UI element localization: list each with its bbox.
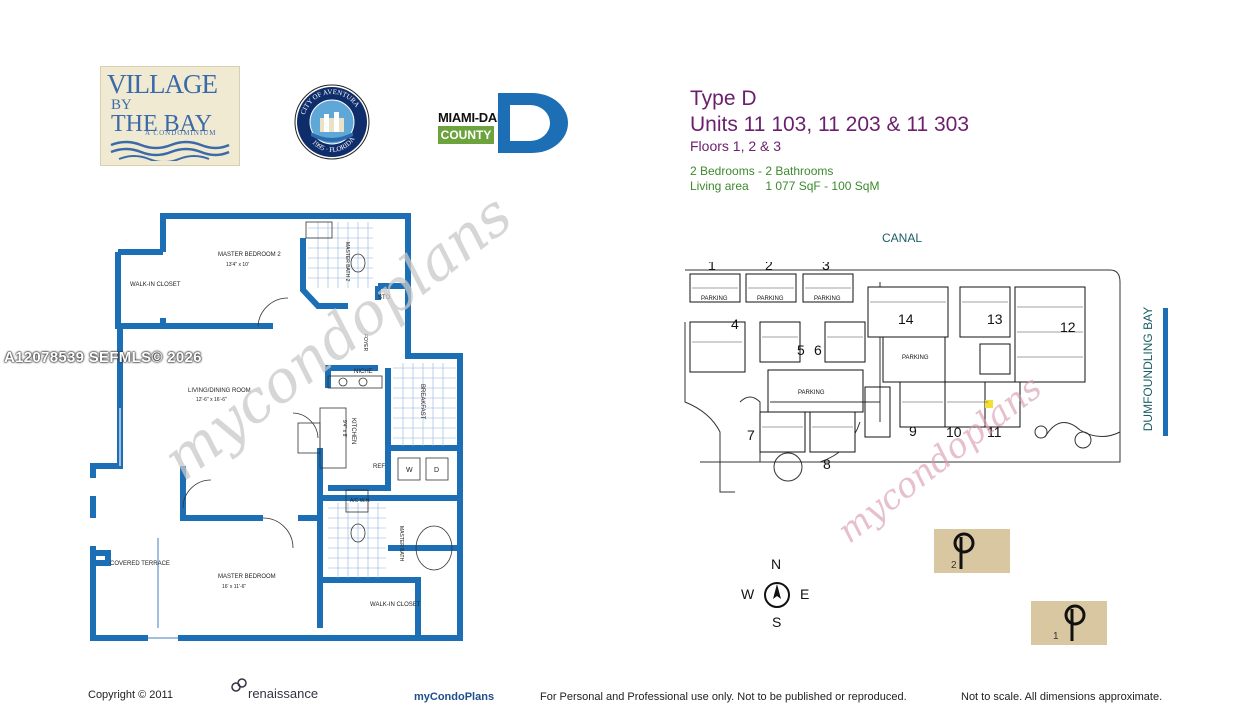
mls-watermark: A12078539 SEFMLS© 2026	[4, 349, 202, 366]
label-ref: REF	[373, 464, 385, 470]
building-13: 13	[987, 311, 1003, 327]
canal-label: CANAL	[882, 231, 923, 245]
renaissance-text: renaissance	[248, 686, 318, 701]
parking-label-3: PARKING	[814, 296, 841, 302]
parking-label-east: PARKING	[902, 355, 929, 361]
label-walk-in-closet-top: WALK-IN CLOSET	[130, 282, 181, 288]
dumfoundling-bay-label: DUMFOUNDLING BAY	[1141, 306, 1155, 432]
building-5: 5	[797, 342, 805, 358]
footer-copyright: Copyright © 2011	[88, 689, 173, 701]
building-11: 11	[987, 424, 1002, 440]
label-master-bath-2: MASTER BATH 2	[344, 242, 350, 282]
parking-label-1: PARKING	[701, 296, 728, 302]
floor-plan-walls	[90, 213, 463, 641]
building-1: 1	[708, 262, 716, 273]
label-foyer: FOYER	[362, 334, 368, 352]
waves-icon	[110, 140, 230, 161]
unit-type-title: Type D	[690, 87, 757, 110]
compass-w: W	[741, 586, 755, 602]
floor-plan: MASTER BEDROOM 2 13'4" x 10' MASTER BATH…	[90, 213, 463, 641]
windows	[119, 408, 178, 639]
label-kitchen-dim: 9'4" x 8'	[341, 420, 347, 437]
building-4: 4	[731, 316, 739, 332]
living-area-text: Living area 1 077 SqF - 100 SqM	[690, 179, 880, 193]
site-plan: PARKING PARKING PARKING PARKING PARKING …	[684, 262, 1121, 493]
unit-ticks	[692, 287, 1083, 428]
bay-marker-bar	[1163, 308, 1168, 436]
county-text: COUNTY	[438, 126, 494, 144]
logo-text-village: VILLAGE	[107, 69, 218, 99]
building-6: 6	[814, 342, 822, 358]
building-14: 14	[898, 311, 914, 327]
label-breakfast: BREAKFAST	[419, 384, 425, 420]
footer-mycondoplans: myCondoPlans	[414, 691, 495, 703]
logo-text-condominium: A CONDOMINIUM	[145, 129, 217, 137]
parking-badge-1: 1	[1031, 601, 1107, 645]
label-kitchen: KITCHEN	[350, 418, 356, 444]
tile-grids	[308, 222, 456, 578]
logo-text-by: BY	[111, 97, 132, 113]
site-outline	[684, 269, 1121, 493]
fixtures	[182, 221, 453, 571]
label-niche: NICHE	[354, 369, 373, 375]
building-3: 3	[822, 262, 830, 273]
building-8: 8	[823, 456, 831, 472]
label-ac-wh: A/C W.H.	[350, 498, 371, 504]
parking-badge-1-number: 1	[1053, 631, 1059, 642]
renaissance-logo: renaissance	[231, 678, 318, 701]
seal-icon: CITY OF AVENTURA 1995 · FLORIDA	[294, 84, 370, 160]
unit-numbers: Units 11 103, 11 203 & 11 303	[690, 113, 970, 136]
parking-lots	[767, 336, 1011, 438]
label-walk-in-closet-bottom: WALK-IN CLOSET	[370, 602, 421, 608]
miami-dade-county-logo: MIAMI-DADE COUNTY	[438, 93, 570, 153]
village-by-the-bay-logo: VILLAGE BY THE BAY A CONDOMINIUM	[100, 66, 240, 166]
building-2: 2	[765, 262, 773, 273]
miami-dade-text: MIAMI-DADE	[438, 110, 515, 125]
buildings	[689, 273, 1086, 453]
label-sto: STO	[378, 295, 391, 301]
footer-usage-notice: For Personal and Professional use only. …	[540, 691, 907, 703]
compass-n: N	[771, 556, 782, 572]
label-living-dining: LIVING/DINING ROOM	[188, 388, 251, 394]
label-washer: W	[406, 467, 413, 474]
miami-dade-d-icon	[498, 93, 568, 153]
label-master-bedroom-dim: 16' x 11'-6"	[222, 584, 246, 590]
dumfoundling-bay-label-wrap: DUMFOUNDLING BAY	[1139, 304, 1155, 439]
parking-badge-2: 2	[934, 529, 1010, 573]
logo-text-the-bay: THE BAY	[111, 111, 213, 137]
label-master-bedroom-2-dim: 13'4" x 10'	[226, 262, 249, 268]
parking-badge-2-number: 2	[951, 560, 957, 571]
p-logo-icon	[953, 532, 975, 569]
label-master-bedroom: MASTER BEDROOM	[218, 574, 276, 580]
footer-scale-notice: Not to scale. All dimensions approximate…	[961, 691, 1163, 703]
rooms-text: 2 Bedrooms - 2 Bathrooms	[690, 164, 834, 178]
p-logo-icon	[1064, 604, 1086, 641]
label-master-bedroom-2: MASTER BEDROOM 2	[218, 252, 281, 258]
compass-e: E	[800, 586, 810, 602]
unit-highlight	[985, 400, 993, 408]
compass-icon	[764, 582, 790, 608]
city-of-aventura-seal: CITY OF AVENTURA 1995 · FLORIDA	[294, 84, 370, 160]
label-covered-terrace: COVERED TERRACE	[110, 561, 170, 567]
label-master-bath: MASTER BATH	[398, 526, 404, 562]
floors-text: Floors 1, 2 & 3	[690, 138, 782, 154]
building-10: 10	[946, 424, 962, 440]
compass-s: S	[772, 614, 782, 630]
building-9: 9	[909, 423, 917, 439]
label-dryer: D	[434, 467, 439, 474]
parking-label-2: PARKING	[757, 296, 784, 302]
building-7: 7	[747, 427, 755, 443]
label-living-dining-dim: 12'-6" x 16'-6"	[196, 397, 227, 403]
parking-label-main: PARKING	[798, 390, 825, 396]
building-12: 12	[1060, 319, 1076, 335]
